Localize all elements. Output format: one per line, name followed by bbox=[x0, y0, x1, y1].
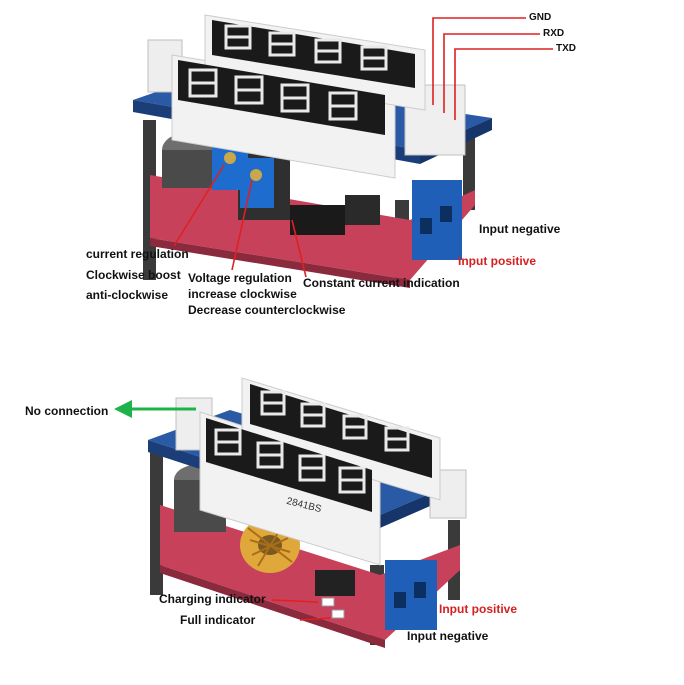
input-negative-label: Input negative bbox=[479, 222, 561, 236]
input-terminal bbox=[412, 180, 462, 260]
adjust-screw bbox=[250, 169, 262, 181]
no-connection-arrow bbox=[114, 400, 196, 418]
ic-chip bbox=[315, 570, 355, 596]
full-pointer bbox=[299, 617, 331, 621]
display-digits bbox=[214, 390, 410, 494]
seven-segment-display bbox=[212, 20, 415, 88]
charging-indicator-label: Charging indicator bbox=[159, 592, 266, 606]
input-terminal bbox=[385, 560, 437, 630]
input-negative-label: Input negative bbox=[407, 629, 489, 643]
clockwise-boost-label: Clockwise boost bbox=[86, 268, 181, 282]
decrease-counterclockwise-label: Decrease counterclockwise bbox=[188, 303, 346, 317]
display-digits bbox=[188, 24, 388, 121]
anti-clockwise-label: anti-clockwise bbox=[86, 288, 169, 302]
no-connection-label: No connection bbox=[25, 404, 109, 418]
voltage-potentiometer bbox=[240, 158, 274, 208]
full-led bbox=[331, 609, 345, 619]
full-indicator-label: Full indicator bbox=[180, 613, 256, 627]
voltage-pointer bbox=[231, 179, 253, 271]
increase-clockwise-label: increase clockwise bbox=[188, 287, 297, 301]
input-positive-label: Input positive bbox=[439, 602, 517, 616]
txd-pointer bbox=[454, 48, 553, 120]
constant-current-indication-label: Constant current indication bbox=[303, 276, 460, 290]
current-pointer bbox=[173, 164, 225, 247]
red-pcb-edge bbox=[150, 238, 410, 288]
indicator-pointer bbox=[291, 219, 307, 278]
terminal-screw bbox=[414, 582, 426, 598]
adjust-screw bbox=[224, 152, 236, 164]
gnd-pointer bbox=[432, 17, 526, 105]
terminal-screw bbox=[440, 206, 452, 222]
current-regulation-label: current regulation bbox=[86, 247, 189, 261]
terminal-screw bbox=[394, 592, 406, 608]
seven-segment-display bbox=[206, 418, 372, 512]
seven-segment-display bbox=[250, 384, 432, 478]
charging-pointer bbox=[271, 599, 319, 603]
ic-chip bbox=[345, 195, 380, 225]
gnd-label: GND bbox=[529, 12, 552, 23]
terminal-screw bbox=[420, 218, 432, 234]
voltage-regulation-label: Voltage regulation bbox=[188, 271, 292, 285]
inductor-chip bbox=[290, 205, 345, 235]
bottom-pointers bbox=[271, 599, 331, 621]
standoff-post bbox=[150, 445, 163, 595]
charging-led bbox=[321, 597, 335, 607]
input-positive-label: Input positive bbox=[458, 254, 536, 268]
red-pcb-edge bbox=[160, 565, 385, 648]
top-pointers bbox=[173, 17, 553, 278]
txd-label: TXD bbox=[556, 43, 576, 54]
bottom-module bbox=[148, 377, 467, 648]
standoff-post bbox=[463, 135, 475, 210]
rxd-pointer bbox=[443, 33, 540, 113]
capacitor bbox=[162, 150, 218, 188]
top-module bbox=[133, 14, 492, 288]
rxd-label: RXD bbox=[543, 28, 565, 39]
